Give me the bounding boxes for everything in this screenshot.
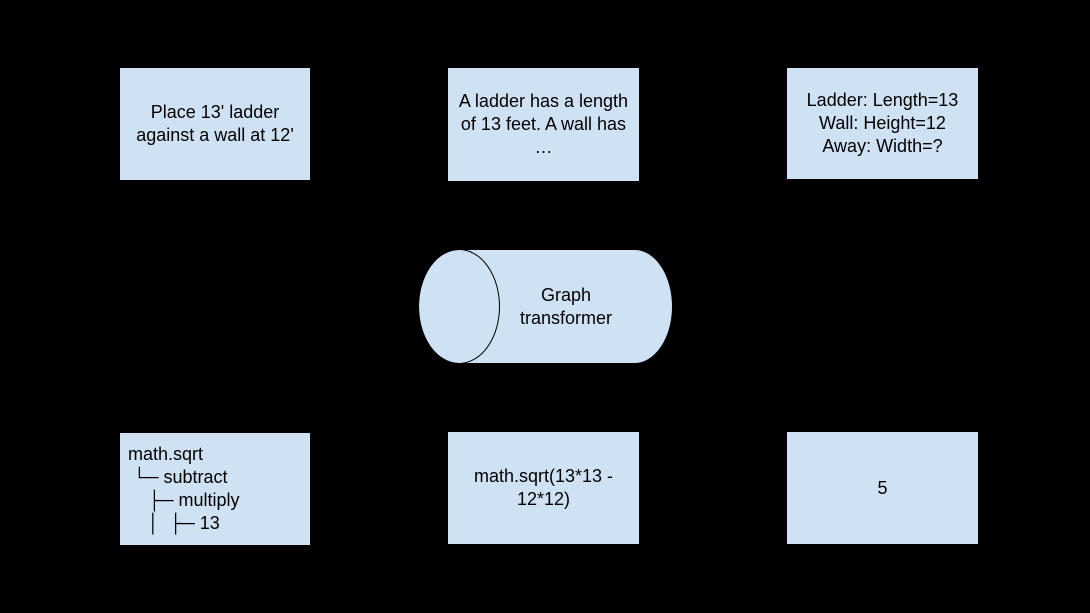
node-task-natural-language: A ladder has a length of 13 feet. A wall…: [447, 67, 640, 182]
node-output-expression: math.sqrt(13*13 - 12*12): [447, 431, 640, 545]
node-output-call-tree-text: math.sqrt └─ subtract ├─ multiply │ ├─ 1…: [128, 444, 240, 533]
node-task-abbreviated-text: Place 13' ladder against a wall at 12': [136, 102, 294, 145]
node-output-call-tree: math.sqrt └─ subtract ├─ multiply │ ├─ 1…: [119, 432, 311, 546]
cylinder-shape-icon: [418, 249, 673, 364]
node-task-abbreviated: Place 13' ladder against a wall at 12': [119, 67, 311, 181]
node-output-result: 5: [786, 431, 979, 545]
graph-transformer-label: Graph transformer: [519, 284, 613, 328]
node-output-expression-text: math.sqrt(13*13 - 12*12): [473, 466, 614, 509]
node-task-natural-language-text: A ladder has a length of 13 feet. A wall…: [458, 91, 629, 157]
node-output-result-text: 5: [877, 477, 888, 498]
node-task-structured-text: Ladder: Length=13 Wall: Height=12 Away: …: [806, 90, 959, 156]
node-task-structured: Ladder: Length=13 Wall: Height=12 Away: …: [786, 67, 979, 180]
graph-transformer-node: Graph transformer: [418, 249, 673, 364]
